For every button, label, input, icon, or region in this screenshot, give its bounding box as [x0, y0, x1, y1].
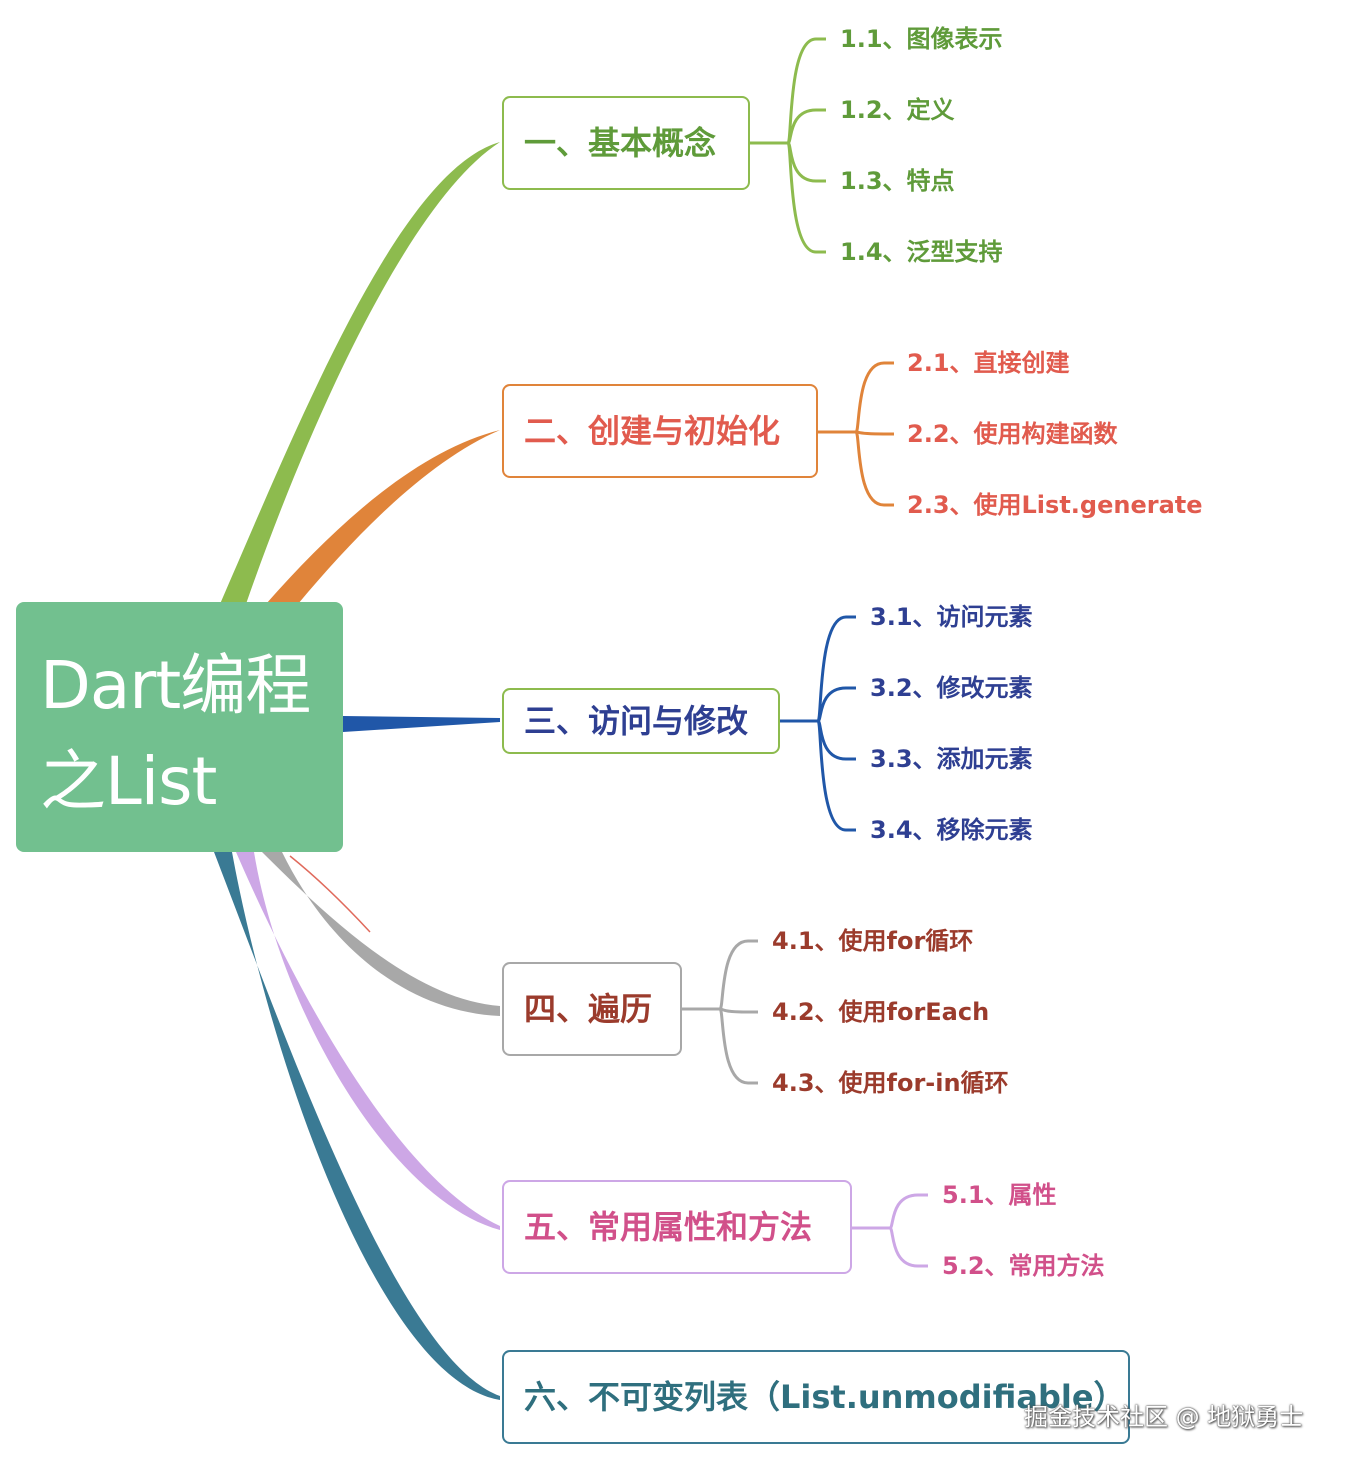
main-link-2: [266, 430, 500, 604]
sub-link-3-4: [816, 719, 856, 832]
leaf-3-1[interactable]: 3.1、访问元素: [870, 603, 1033, 631]
root-title-line-2: 之List: [40, 743, 217, 820]
main-link-3: [343, 716, 500, 732]
leaf-1-4[interactable]: 1.4、泛型支持: [840, 238, 1003, 266]
sub-link-4-2: [719, 1007, 758, 1014]
main-link-6: [214, 852, 500, 1400]
leaf-2-2[interactable]: 2.2、使用构建函数: [907, 420, 1118, 448]
leaf-4-3[interactable]: 4.3、使用for-in循环: [772, 1069, 1009, 1097]
leaf-4-2[interactable]: 4.2、使用forEach: [772, 998, 990, 1026]
sub-link-3-2: [816, 686, 856, 723]
watermark: 掘金技术社区 @ 地狱勇士: [1024, 1403, 1304, 1431]
leaf-3-2[interactable]: 3.2、修改元素: [870, 674, 1033, 702]
sub-link-1-3: [786, 141, 826, 183]
leaf-1-3[interactable]: 1.3、特点: [840, 167, 955, 195]
main-link-1: [220, 142, 500, 604]
main-link-4: [262, 852, 500, 1016]
leaf-3-3[interactable]: 3.3、添加元素: [870, 745, 1033, 773]
leaf-2-1[interactable]: 2.1、直接创建: [907, 349, 1070, 377]
leaf-1-2[interactable]: 1.2、定义: [840, 96, 955, 124]
branch-node-traversal[interactable]: 四、遍历: [502, 962, 682, 1056]
sub-link-4-3: [718, 1007, 758, 1085]
main-link-5: [236, 852, 500, 1230]
root-title-line-1: Dart编程: [40, 647, 311, 724]
leaf-1-1[interactable]: 1.1、图像表示: [840, 25, 1003, 53]
leaf-5-1[interactable]: 5.1、属性: [942, 1181, 1057, 1209]
sub-link-5-2: [888, 1226, 928, 1268]
sub-branch-links: [682, 37, 928, 1268]
leaf-2-3[interactable]: 2.3、使用List.generate: [907, 491, 1203, 519]
root-topic[interactable]: Dart编程 之List: [16, 602, 343, 852]
accent-line: [289, 855, 371, 933]
branch-node-basic-concepts[interactable]: 一、基本概念: [502, 96, 750, 190]
branch-node-access-modify[interactable]: 三、访问与修改: [502, 688, 780, 754]
sub-link-2-1: [854, 361, 894, 434]
branch-node-common-props-methods[interactable]: 五、常用属性和方法: [502, 1180, 852, 1274]
leaf-4-1[interactable]: 4.1、使用for循环: [772, 927, 974, 955]
sub-link-4-1: [718, 939, 758, 1011]
leaf-3-4[interactable]: 3.4、移除元素: [870, 816, 1033, 844]
branch-node-create-init[interactable]: 二、创建与初始化: [502, 384, 818, 478]
sub-link-3-3: [816, 719, 856, 761]
main-branch-links: [214, 142, 500, 1400]
sub-link-2-2: [855, 430, 894, 436]
sub-link-1-2: [786, 108, 826, 145]
sub-link-1-4: [786, 141, 826, 254]
sub-link-2-3: [854, 430, 894, 507]
leaf-5-2[interactable]: 5.2、常用方法: [942, 1252, 1105, 1280]
sub-link-5-1: [888, 1193, 928, 1230]
branch-node-unmodifiable-list[interactable]: 六、不可变列表（List.unmodifiable）: [502, 1350, 1130, 1444]
